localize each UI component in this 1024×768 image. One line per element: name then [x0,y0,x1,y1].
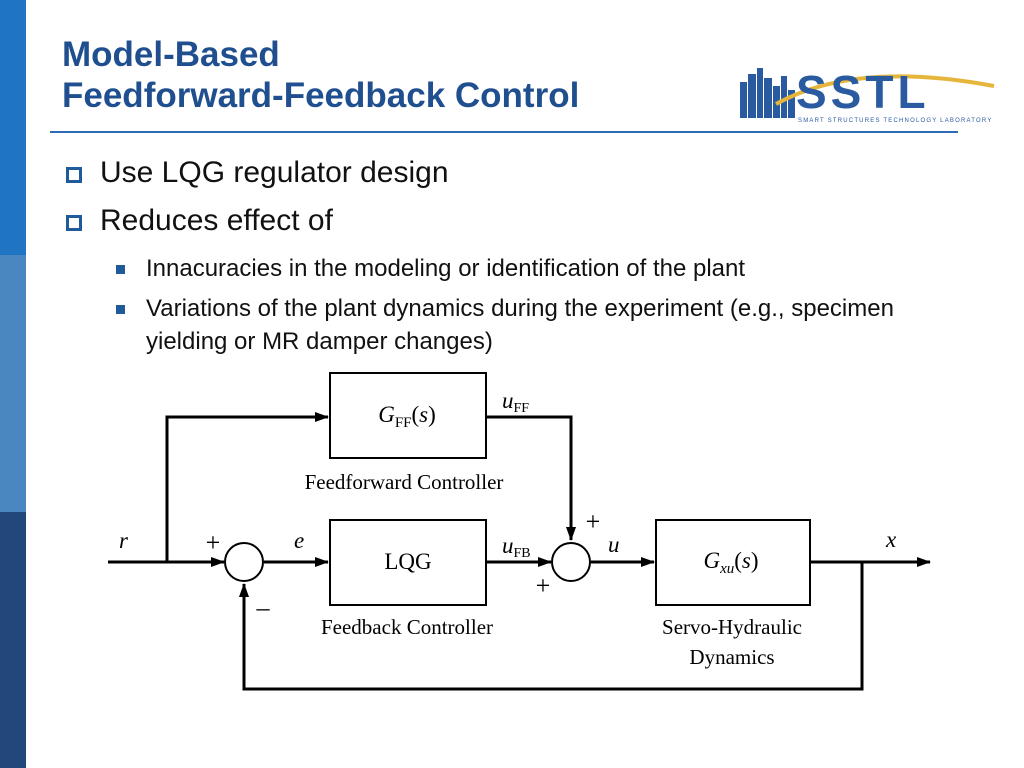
sign-minus-sum1: – [256,593,271,622]
caption-plant-line2: Dynamics [689,645,774,669]
signal-label-x: x [885,527,897,552]
caption-feedback: Feedback Controller [321,615,493,639]
summing-junction-control [551,542,591,582]
sub-bullet-text: Innacuracies in the modeling or identifi… [146,255,746,282]
sub-bullet-marker [116,265,125,274]
signal-label-e: e [294,528,304,553]
summing-junction-error [224,542,264,582]
block-lqg [329,519,487,606]
bullet-text: Reduces effect of [100,204,333,237]
sstl-logo: SSTL SMART STRUCTURES TECHNOLOGY LABORAT… [740,66,995,124]
slide-title-line2: Feedforward-Feedback Control [62,76,580,115]
title-underline [50,131,958,133]
sidebar-segment-bottom [0,512,26,768]
block-lqg-label: LQG [384,549,431,574]
signal-line-feedback [239,562,864,691]
signal-label-u-ff: uFF [502,388,529,416]
signal-line-feedforward-input [165,412,329,562]
logo-wordmark: SSTL [796,66,930,118]
logo-swoosh [775,74,995,106]
signal-label-u: u [608,532,620,557]
bullet-marker [66,215,82,231]
block-gxu-label: Gxu(s) [703,548,758,577]
sign-plus-sum2-bottom: + [536,571,551,600]
slide-title: Model-Based Feedforward-Feedback Control [62,34,579,116]
sign-plus-sum1: + [206,528,221,557]
sub-bullet-text: Variations of the plant dynamics during … [146,295,894,355]
sidebar-accent-bar [0,0,26,768]
block-gff-label: GFF(s) [378,402,436,431]
sign-plus-sum2-top: + [586,507,601,536]
sidebar-segment-middle [0,255,26,512]
caption-feedforward: Feedforward Controller [305,470,504,494]
bullet-marker [66,167,82,183]
block-gxu [655,519,811,606]
sub-bullet-marker [116,305,125,314]
block-gff [329,372,487,459]
signal-label-u-fb: uFB [502,533,531,561]
bullet-text: Use LQG regulator design [100,156,449,189]
signal-line-u-ff [486,415,576,541]
signal-label-r: r [119,528,129,553]
logo-tagline: SMART STRUCTURES TECHNOLOGY LABORATORY [798,118,993,124]
caption-plant-line1: Servo-Hydraulic [662,615,802,639]
slide-title-line1: Model-Based [62,35,280,74]
sidebar-segment-top [0,0,26,255]
